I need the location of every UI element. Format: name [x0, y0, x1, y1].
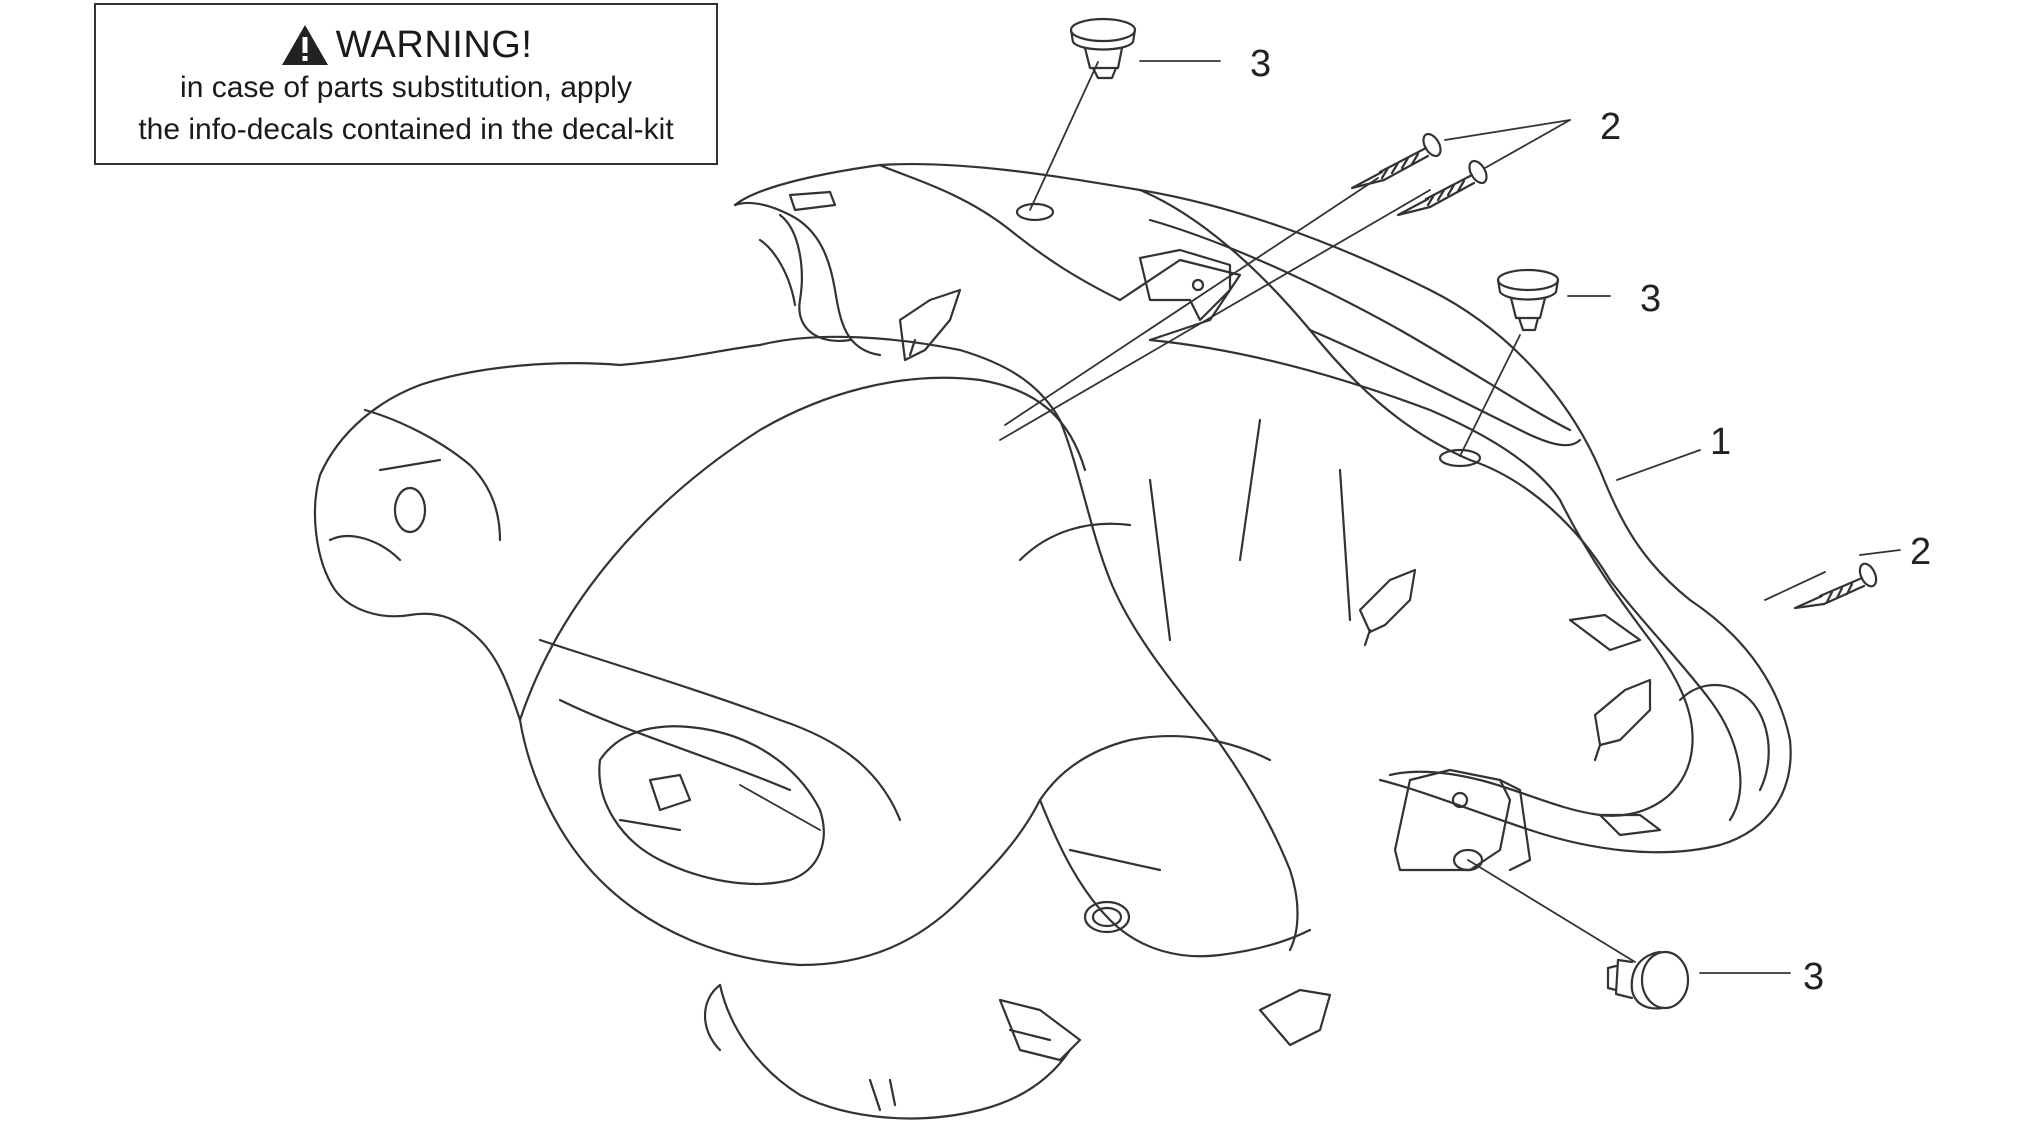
- callout-3-bottom: 3: [1803, 956, 1825, 998]
- warning-title: WARNING!: [335, 24, 533, 66]
- leader-2a: [1444, 119, 1571, 141]
- screw-a: [1350, 132, 1442, 190]
- leader-line-1: [1616, 449, 1701, 481]
- leader-bottom-clip: [1467, 859, 1636, 963]
- leader-2b: [1484, 119, 1571, 169]
- callout-2-right: 2: [1910, 531, 1932, 573]
- warning-box: WARNING! in case of parts substitution, …: [94, 3, 718, 165]
- warning-triangle-icon: [281, 25, 328, 65]
- leader-top-clip: [1029, 61, 1099, 211]
- clip-bottom: [1606, 950, 1690, 1010]
- clip-middle: [1496, 268, 1560, 332]
- leader-screw-b: [999, 189, 1431, 441]
- callout-3-middle: 3: [1640, 278, 1662, 320]
- screw-b: [1396, 159, 1488, 217]
- leader-right-screw: [1764, 571, 1826, 601]
- warning-line-2: the info-decals contained in the decal-k…: [138, 113, 674, 146]
- leader-mid-clip: [1459, 334, 1521, 457]
- leader-screw-a: [1004, 177, 1379, 426]
- leader-front-internal: [739, 784, 821, 831]
- warning-line-1: in case of parts substitution, apply: [180, 71, 632, 104]
- callout-2-top: 2: [1600, 106, 1622, 148]
- leader-line-2-right: [1859, 549, 1901, 556]
- warning-title-row: WARNING!: [96, 23, 716, 67]
- callout-1: 1: [1710, 421, 1732, 463]
- screw-right: [1793, 562, 1878, 610]
- leader-lines: [739, 60, 1901, 974]
- front-cover: [313, 335, 1352, 1120]
- rear-cover-part-1: [733, 162, 1792, 872]
- callout-3-top: 3: [1250, 43, 1272, 85]
- clip-top: [1069, 17, 1137, 80]
